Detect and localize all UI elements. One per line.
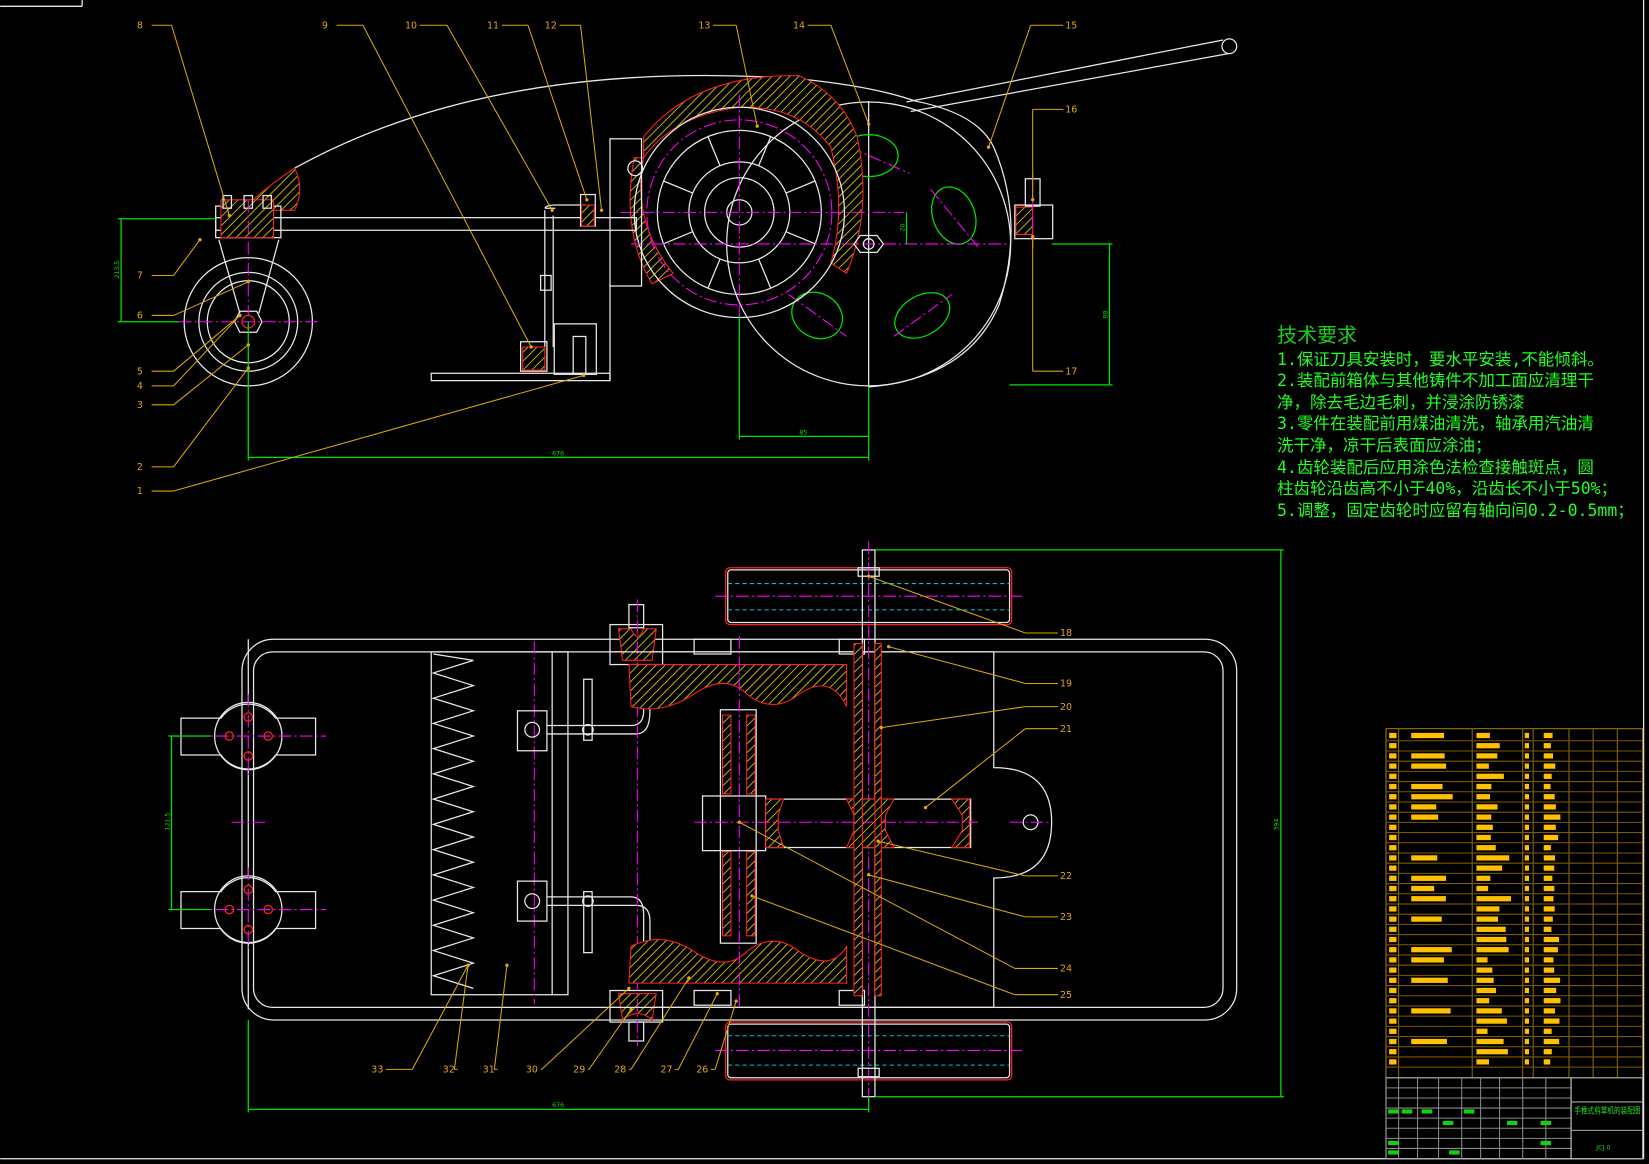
title-block: 手推式剪草机的装配图 JCJ.0: [1385, 1077, 1644, 1160]
part-balloon-label: 19: [1060, 679, 1072, 690]
tech-requirement-line: 柱齿轮沿齿高不小于40%，沿齿长不小于50%；: [1277, 479, 1618, 499]
part-balloon-label: 7: [137, 271, 143, 282]
tech-requirements-title: 技术要求: [1277, 323, 1357, 347]
dim-top-left-height: 213.5: [114, 261, 121, 279]
part-balloon-label: 8: [137, 20, 143, 31]
front-view-dimensions: 213.5 676 85 88 20: [114, 212, 1113, 461]
part-balloon-label: 15: [1065, 20, 1077, 31]
part-balloon-label: 27: [660, 1065, 672, 1076]
drawing-number: JCJ.0: [1595, 1144, 1610, 1151]
dim-bottom-left-spacing: 121.5: [164, 813, 171, 831]
tech-requirement-line: 3.零件在装配前用煤油清洗，轴承用汽油清: [1277, 414, 1594, 434]
part-balloon-label: 12: [545, 20, 557, 31]
part-balloon-label: 22: [1060, 871, 1072, 882]
part-balloon-label: 5: [137, 366, 143, 377]
part-balloon-label: 30: [526, 1065, 538, 1076]
dim-bottom-overall-height: 394: [1274, 819, 1281, 831]
part-balloon-label: 10: [405, 20, 417, 31]
part-balloon-label: 16: [1065, 105, 1077, 116]
top-view: [173, 541, 1238, 1105]
part-balloon-label: 28: [614, 1065, 626, 1076]
part-balloon-label: 11: [487, 20, 499, 31]
part-balloon-label: 23: [1060, 912, 1072, 923]
front-view: [178, 38, 1238, 388]
part-balloon-label: 2: [137, 462, 143, 473]
part-balloon-label: 31: [483, 1065, 495, 1076]
dim-top-offset: 85: [799, 429, 807, 436]
parts-list: [1385, 728, 1644, 1079]
drawing-title: 手推式剪草机的装配图: [1574, 1106, 1640, 1116]
part-balloon-label: 29: [573, 1065, 585, 1076]
dim-top-small: 20: [899, 223, 906, 231]
dim-top-right-height: 88: [1102, 311, 1109, 319]
tech-requirement-line: 洗干净，凉干后表面应涂油；: [1277, 435, 1492, 455]
tech-requirement-line: 净，除去毛边毛刺，并浸涂防锈漆: [1277, 392, 1525, 412]
part-balloon-label: 33: [371, 1065, 383, 1076]
top-view-dimensions: 676 394 121.5: [164, 549, 1285, 1113]
part-balloon-label: 3: [137, 400, 143, 411]
part-balloon-label: 6: [137, 311, 143, 322]
part-balloon-label: 17: [1065, 366, 1077, 377]
tech-requirement-line: 1.保证刀具安装时，要水平安装,不能倾斜。: [1277, 349, 1604, 369]
part-balloon-label: 24: [1060, 964, 1072, 975]
part-balloon-label: 26: [696, 1065, 708, 1076]
part-balloon-label: 1: [137, 486, 143, 497]
part-balloon-label: 25: [1060, 990, 1072, 1001]
part-balloon-label: 14: [793, 20, 805, 31]
dim-bottom-overall-length: 676: [552, 1102, 564, 1109]
dim-top-overall-length: 676: [552, 450, 564, 457]
technical-requirements: 技术要求 1.保证刀具安装时，要水平安装,不能倾斜。 2.装配前箱体与其他铸件不…: [1277, 323, 1634, 521]
part-balloon-label: 4: [137, 381, 143, 392]
tech-requirement-line: 5.调整，固定齿轮时应留有轴向间0.2-0.5mm；: [1277, 500, 1634, 520]
part-balloon-label: 32: [443, 1065, 455, 1076]
part-balloon-label: 20: [1060, 702, 1072, 713]
tech-requirement-line: 2.装配前箱体与其他铸件不加工面应清理干: [1277, 371, 1594, 391]
tech-requirement-line: 4.齿轮装配后应用涂色法检查接触斑点，圆: [1277, 457, 1594, 477]
part-balloon-label: 13: [698, 20, 710, 31]
part-balloon-label: 21: [1060, 724, 1072, 735]
part-balloon-label: 18: [1060, 628, 1072, 639]
part-balloon-label: 9: [322, 20, 328, 31]
